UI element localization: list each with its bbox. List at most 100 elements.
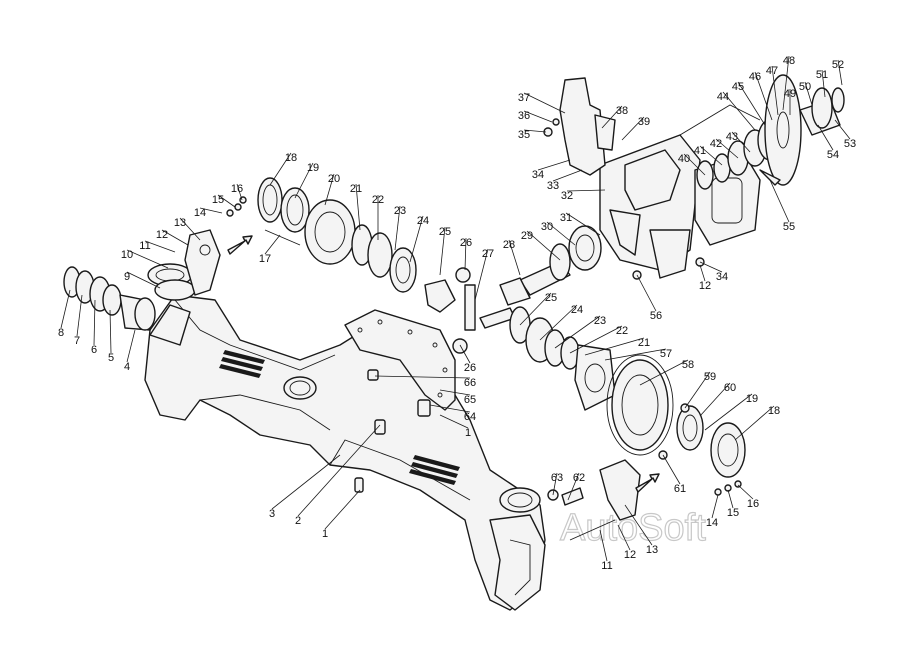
part-number-label: 51: [816, 69, 828, 81]
leader-line-56: [636, 274, 657, 312]
leader-line-54: [817, 124, 834, 151]
leader-line-24: [409, 215, 424, 263]
part-number-label: 4: [124, 361, 130, 373]
part-number-label: 11: [139, 240, 150, 252]
leader-line-34: [699, 261, 723, 273]
part-number-label: 3: [269, 508, 275, 520]
leader-line-1: [439, 414, 469, 429]
part-number-label: 57: [660, 348, 672, 360]
leader-line-33: [552, 169, 583, 182]
leader-line-14: [199, 207, 223, 214]
part-number-label: 47: [766, 65, 778, 77]
part-number-label: 5: [108, 352, 114, 364]
leader-line-28: [508, 239, 521, 276]
arrow-right: [635, 473, 660, 493]
leader-line-16: [236, 183, 243, 201]
part-number-label: 32: [561, 190, 573, 202]
leader-line-7: [76, 294, 83, 337]
part-number-label: 61: [674, 483, 686, 495]
leader-line-58: [639, 359, 689, 386]
part-number-label: 55: [783, 221, 795, 233]
leader-line-12: [617, 524, 631, 551]
part-number-label: 37: [518, 92, 530, 104]
part-number-label: 23: [594, 315, 606, 327]
leader-line-44: [722, 91, 756, 131]
part-number-label: 56: [650, 310, 662, 322]
part-number-label: 14: [706, 517, 718, 529]
leader-line-34: [537, 159, 571, 171]
left-hub-assembly: [63, 229, 221, 331]
leader-line-62: [567, 472, 580, 501]
part-number-label: 19: [307, 162, 319, 174]
leader-line-60: [699, 382, 731, 417]
leader-line-13: [624, 504, 653, 546]
part-number-label: 13: [174, 217, 186, 229]
part-number-label: 19: [746, 393, 758, 405]
part-number-label: 59: [704, 371, 716, 383]
part-number-label: 7: [74, 335, 80, 347]
part-number-label: 22: [616, 325, 628, 337]
leader-line-11: [144, 240, 176, 253]
leader-line-19: [294, 162, 314, 199]
leader-line-31: [565, 212, 601, 236]
part-number-label: 53: [844, 138, 856, 150]
part-number-label: 2: [295, 515, 301, 527]
part-number-label: 10: [121, 249, 133, 261]
leader-line-3: [271, 454, 341, 510]
ring-gear-assembly: [509, 306, 746, 541]
part-number-label: 49: [784, 88, 796, 100]
part-number-label: 35: [518, 129, 530, 141]
leader-line-29: [526, 230, 561, 261]
leader-line-27: [474, 248, 489, 301]
part-number-label: 12: [156, 229, 168, 241]
leader-line-36: [523, 110, 553, 123]
part-number-label: 12: [699, 280, 711, 292]
part-number-label: 12: [624, 549, 636, 561]
leader-line-45: [737, 81, 766, 126]
leader-line-16: [737, 484, 754, 500]
leader-line-24: [539, 304, 578, 341]
leader-line-8: [60, 289, 71, 329]
part-number-label: 15: [212, 194, 224, 206]
leader-line-30: [546, 221, 576, 246]
part-number-label: 14: [194, 207, 206, 219]
part-number-label: 16: [231, 183, 243, 195]
part-number-label: 63: [551, 472, 563, 484]
part-number-label: 60: [724, 382, 736, 394]
part-number-label: 18: [285, 152, 297, 164]
leader-line-39: [621, 116, 645, 141]
leader-line-21: [584, 337, 645, 356]
part-number-label: 39: [638, 116, 650, 128]
part-number-label: 26: [460, 237, 472, 249]
part-number-label: 54: [827, 149, 839, 161]
part-number-label: 42: [710, 138, 722, 150]
leader-line-41: [699, 145, 723, 166]
part-number-label: 17: [259, 253, 271, 265]
leader-line-61: [662, 454, 681, 485]
leader-line-63: [552, 472, 558, 496]
part-number-label: 58: [682, 359, 694, 371]
part-number-label: 15: [727, 507, 739, 519]
leader-line-43: [731, 131, 751, 153]
part-number-label: 9: [124, 271, 130, 283]
leader-line-18: [269, 152, 292, 186]
part-number-label: 27: [482, 248, 494, 260]
leader-line-23: [394, 205, 401, 251]
leader-line-19: [704, 393, 753, 431]
part-number-label: 52: [832, 59, 844, 71]
leader-line-12: [161, 229, 189, 246]
diff-carrier-assembly: [499, 74, 845, 306]
leader-line-55: [769, 179, 790, 223]
leader-line-50: [804, 81, 813, 106]
part-number-label: 8: [58, 327, 64, 339]
part-number-label: 16: [747, 498, 759, 510]
leader-line-1: [324, 489, 361, 530]
part-number-label: 22: [372, 194, 384, 206]
leader-line-4: [126, 329, 136, 363]
leader-line-51: [821, 69, 826, 98]
part-number-label: 36: [518, 110, 530, 122]
leader-line-46: [754, 71, 773, 121]
leader-line-15: [727, 489, 734, 509]
part-number-label: 25: [439, 226, 451, 238]
